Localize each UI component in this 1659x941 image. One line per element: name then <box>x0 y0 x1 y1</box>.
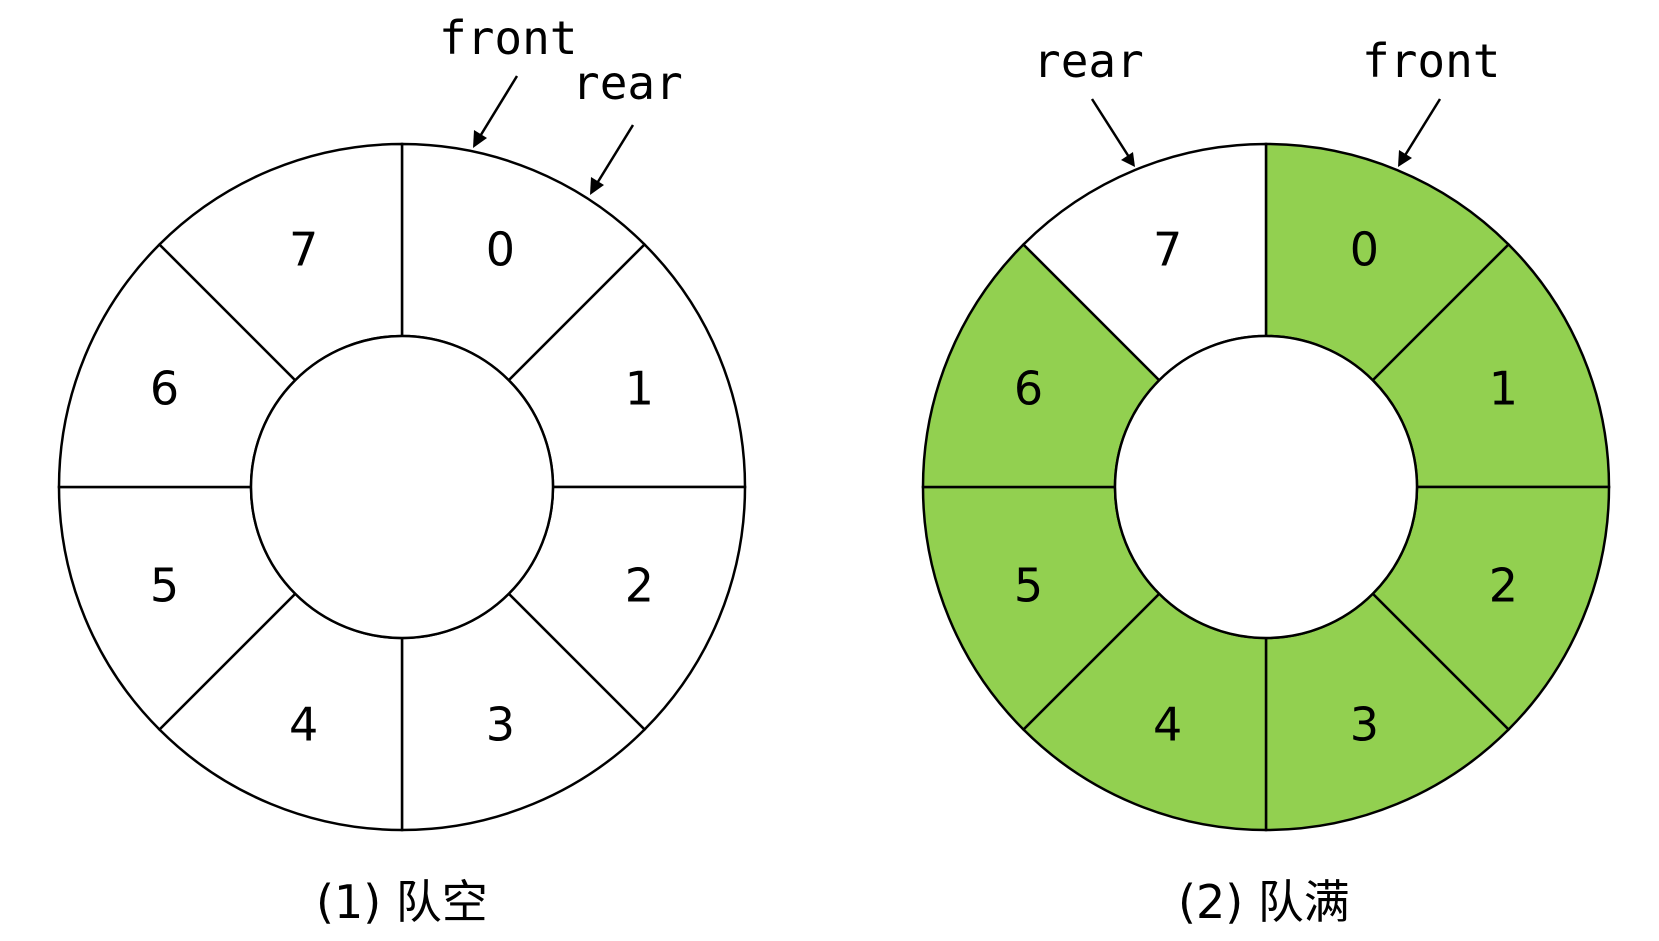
front-pointer-label-full: front <box>1362 34 1500 88</box>
slot-label-3: 3 <box>1350 697 1379 751</box>
rear-pointer-arrowhead <box>590 177 604 195</box>
slot-label-1: 1 <box>625 362 654 416</box>
caption-full: (2) 队满 <box>1178 875 1350 929</box>
rear-pointer-arrow <box>594 124 635 186</box>
circular-queue-full <box>921 142 1611 832</box>
ring-center <box>1113 334 1419 640</box>
slot-label-3: 3 <box>486 697 515 751</box>
rear-pointer-label-full: rear <box>1033 34 1144 88</box>
ring-center <box>249 334 555 640</box>
slot-label-5: 5 <box>150 558 179 612</box>
rear-pointer-arrowhead-full <box>1121 152 1135 167</box>
slot-label-7: 7 <box>289 223 318 277</box>
slot-label-2: 2 <box>1489 558 1518 612</box>
caption-empty: (1) 队空 <box>316 875 488 929</box>
circular-queue-empty <box>57 142 747 832</box>
slot-label-4: 4 <box>289 697 318 751</box>
slot-label-7: 7 <box>1153 223 1182 277</box>
slot-label-0: 0 <box>486 223 515 277</box>
front-pointer-arrow-full <box>1402 98 1442 158</box>
slot-label-0: 0 <box>1350 223 1379 277</box>
slot-label-6: 6 <box>150 362 179 416</box>
slot-label-6: 6 <box>1014 362 1043 416</box>
slot-label-5: 5 <box>1014 558 1043 612</box>
rear-pointer-arrow-full <box>1090 98 1131 158</box>
front-pointer-arrowhead <box>473 130 487 148</box>
slot-label-4: 4 <box>1153 697 1182 751</box>
front-pointer-label: front <box>439 11 577 65</box>
slot-labels-empty: 0 1 2 3 4 5 6 7 <box>150 223 654 752</box>
front-pointer-arrowhead-full <box>1398 150 1412 167</box>
slot-label-1: 1 <box>1489 362 1518 416</box>
front-pointer-arrow <box>477 75 519 139</box>
slot-label-2: 2 <box>625 558 654 612</box>
rear-pointer-label: rear <box>572 56 683 110</box>
slot-labels-full: 0 1 2 3 4 5 6 7 <box>1014 223 1518 752</box>
